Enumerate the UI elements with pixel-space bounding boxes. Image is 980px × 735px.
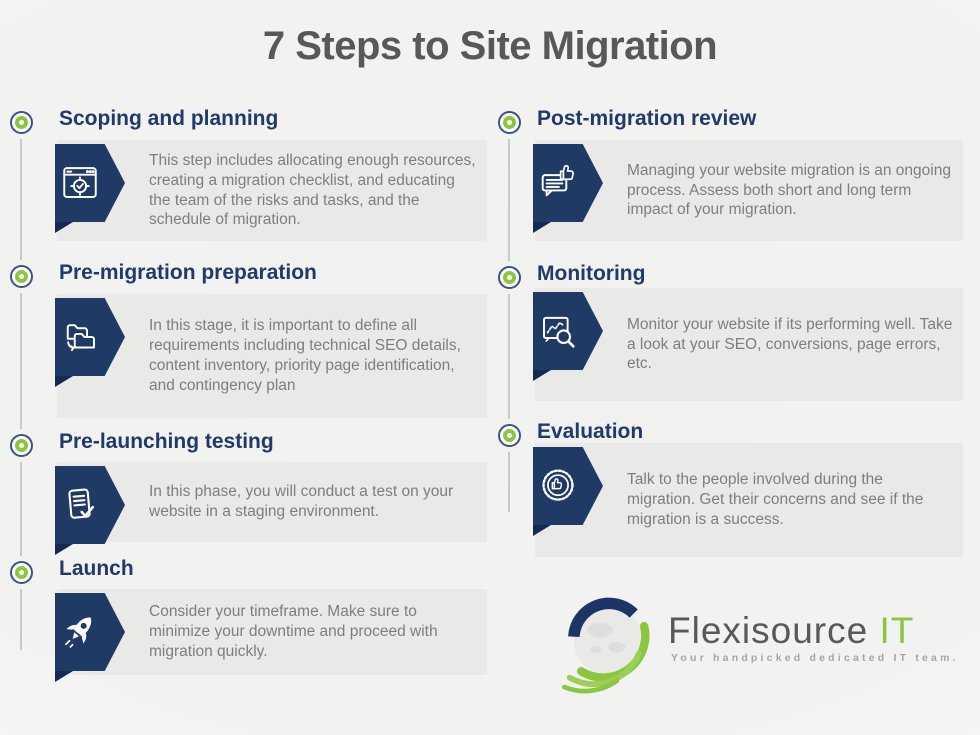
step-title-pre-migration: Pre-migration preparation [59, 261, 317, 284]
step-title-scoping: Scoping and planning [59, 107, 279, 130]
step-bullet [10, 561, 33, 584]
monitor-search-icon [543, 316, 575, 348]
step-card-scoping: This step includes allocating enough res… [55, 140, 487, 241]
step-card-pre-launch: In this phase, you will conduct a test o… [55, 462, 487, 555]
timeline-line-right [508, 138, 510, 512]
step-bullet [498, 111, 521, 134]
logo-tagline: Your handpicked dedicated IT team. [671, 652, 959, 664]
step-card-monitoring: Monitor your website if its performing w… [533, 288, 963, 401]
logo-wordmark: Flexisource IT [668, 610, 914, 652]
step-card-post-migration: Managing your website migration is an on… [533, 140, 963, 241]
step-description: In this phase, you will conduct a test o… [149, 483, 454, 520]
flexisource-logo: Flexisource IT Your handpicked dedicated… [550, 588, 965, 706]
rocket-icon [65, 617, 92, 648]
step-title-monitoring: Monitoring [537, 262, 646, 285]
timeline-line-left [20, 138, 22, 650]
step-card-launch: Consider your timeframe. Make sure to mi… [55, 589, 487, 682]
step-description: Monitor your website if its performing w… [627, 315, 953, 373]
step-title-launch: Launch [59, 557, 134, 580]
step-description: Talk to the people involved during the m… [627, 471, 924, 528]
step-ribbon [55, 466, 125, 555]
step-description: This step includes allocating enough res… [149, 151, 476, 229]
step-ribbon [55, 298, 125, 387]
document-check-icon [68, 488, 94, 519]
step-card-pre-migration: In this stage, it is important to define… [55, 294, 487, 418]
step-title-evaluation: Evaluation [537, 420, 644, 443]
step-description: Managing your website migration is an on… [627, 161, 951, 219]
step-ribbon [55, 144, 125, 233]
step-bullet [498, 266, 521, 289]
step-ribbon [55, 593, 125, 682]
badge-thumbs-up-icon [542, 469, 574, 501]
globe-icon [562, 597, 650, 694]
folders-transfer-icon [66, 324, 95, 352]
step-description: In this stage, it is important to define… [149, 317, 461, 394]
chat-thumbs-up-icon [541, 164, 574, 197]
logo-brand-suffix: IT [879, 610, 915, 651]
step-bullet [10, 111, 33, 134]
step-bullet [10, 265, 33, 288]
step-ribbon [533, 447, 603, 536]
step-card-evaluation: Talk to the people involved during the m… [533, 443, 963, 557]
step-ribbon [533, 144, 603, 233]
step-bullet [498, 424, 521, 447]
step-bullet [10, 434, 33, 457]
step-description: Consider your timeframe. Make sure to mi… [149, 603, 438, 660]
step-title-post-migration: Post-migration review [537, 107, 757, 130]
logo-brand: Flexisource [668, 610, 869, 651]
step-title-pre-launch: Pre-launching testing [59, 430, 274, 453]
step-ribbon [533, 292, 603, 381]
browser-target-icon [63, 167, 97, 198]
page-title: 7 Steps to Site Migration [262, 24, 718, 68]
